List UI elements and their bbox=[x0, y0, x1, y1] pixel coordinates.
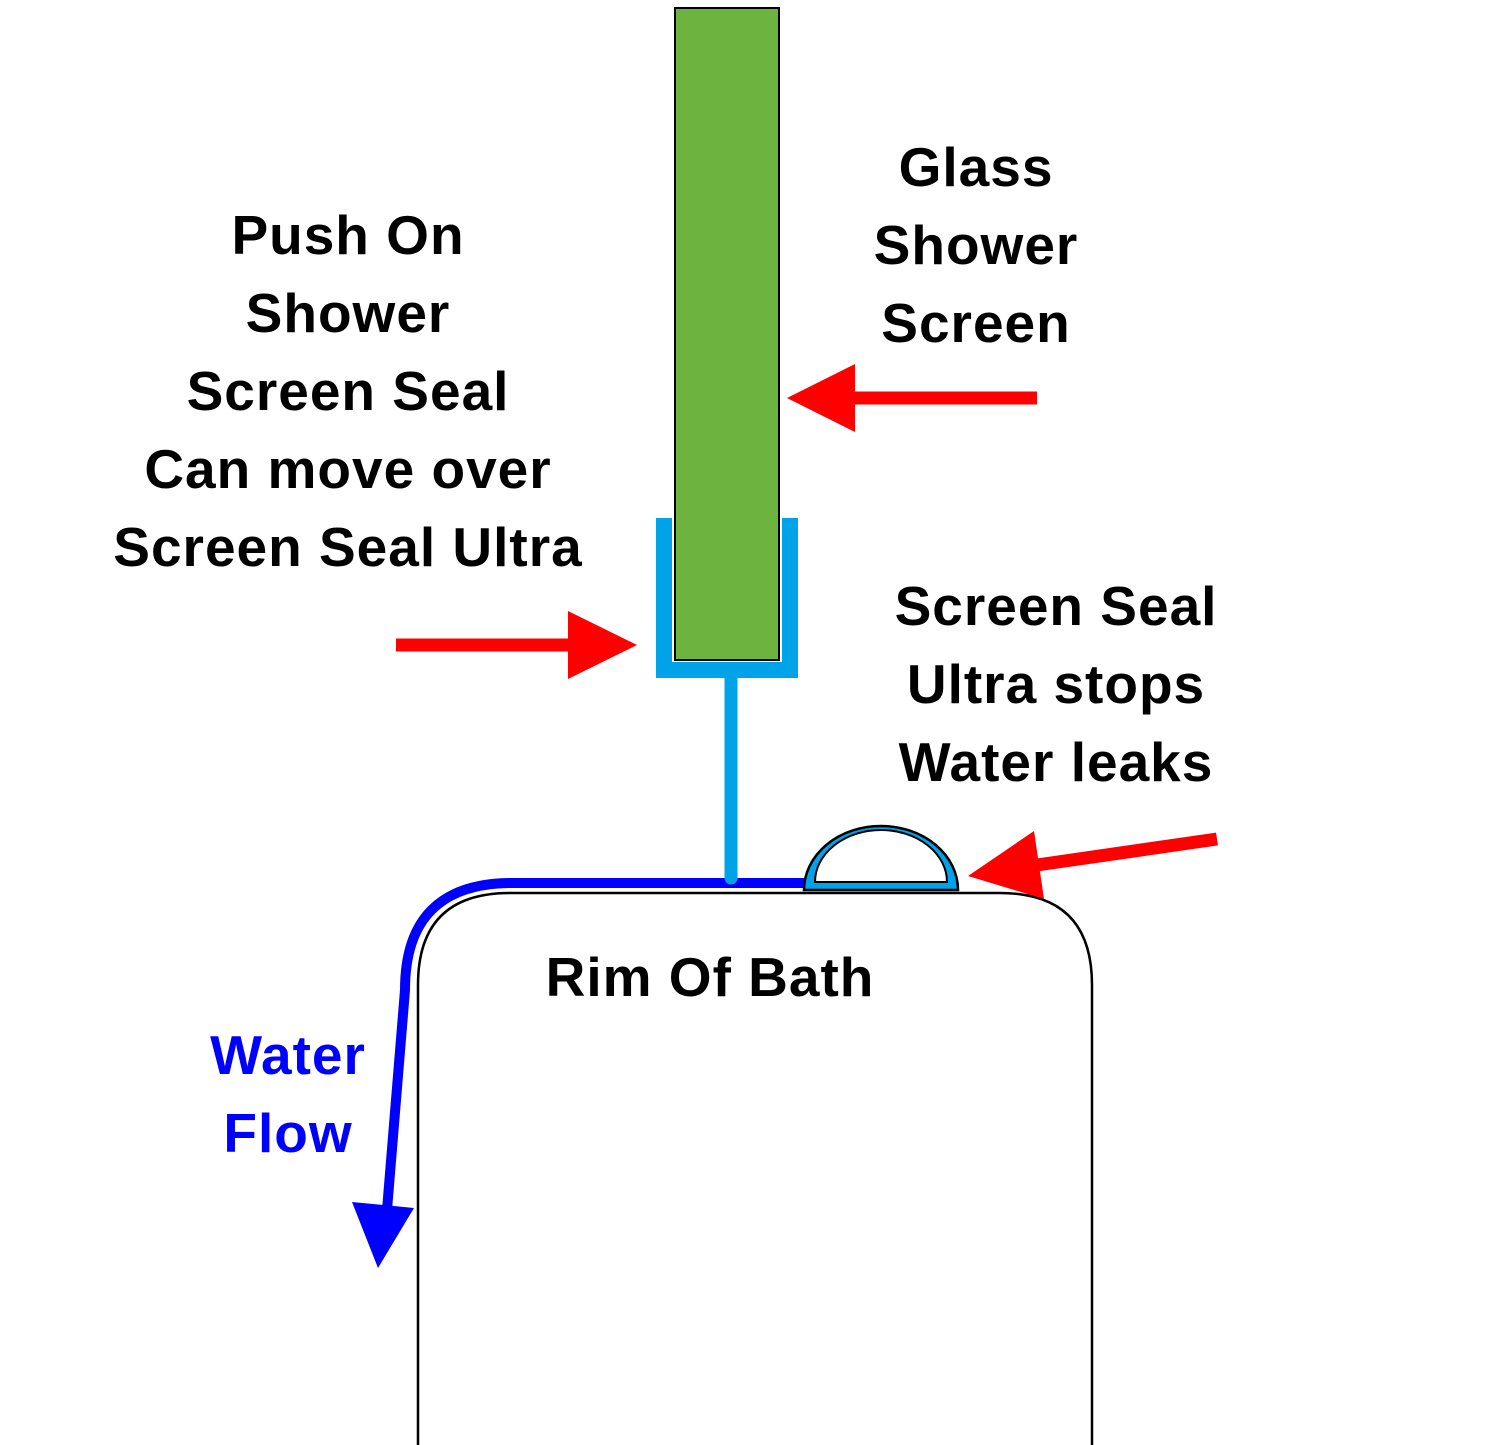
seal-ultra-arrow-head bbox=[968, 831, 1044, 899]
push-on-line: Can move over bbox=[144, 438, 552, 500]
glass-line: Glass bbox=[898, 136, 1054, 198]
seal-ultra-bubble-inner bbox=[813, 829, 949, 883]
glass-line: Screen bbox=[881, 292, 1071, 354]
seal-ultra-line: Ultra stops bbox=[906, 653, 1206, 715]
push-on-line: Screen Seal bbox=[186, 360, 510, 422]
push-on-line: Push On bbox=[231, 204, 465, 266]
glass-panel bbox=[674, 7, 780, 661]
push-on-line: Screen Seal Ultra bbox=[113, 516, 583, 578]
push-on-line: Shower bbox=[245, 282, 451, 344]
water-flow-line bbox=[382, 878, 805, 1211]
glass-line: Shower bbox=[873, 214, 1079, 276]
seal-ultra-label: Screen Seal Ultra stops Water leaks bbox=[846, 567, 1266, 801]
push-on-arrow-head bbox=[568, 611, 637, 679]
water-flow-line-text: Flow bbox=[223, 1102, 353, 1164]
water-flow-line-text: Water bbox=[210, 1024, 366, 1086]
glass-arrow-head bbox=[787, 364, 855, 432]
rim-line: Rim Of Bath bbox=[545, 946, 875, 1008]
seal-ultra-arrow-shaft bbox=[1029, 832, 1218, 873]
bath-rim-outline bbox=[416, 891, 1094, 1445]
push-on-seal-label: Push On Shower Screen Seal Can move over… bbox=[30, 196, 666, 586]
seal-ultra-line: Water leaks bbox=[898, 731, 1214, 793]
water-flow-label: Water Flow bbox=[178, 1016, 398, 1172]
glass-screen-label: Glass Shower Screen bbox=[826, 128, 1126, 362]
seal-ultra-line: Screen Seal bbox=[894, 575, 1218, 637]
water-flow-arrowhead bbox=[352, 1202, 414, 1268]
bath-rim-label: Rim Of Bath bbox=[500, 938, 920, 1016]
